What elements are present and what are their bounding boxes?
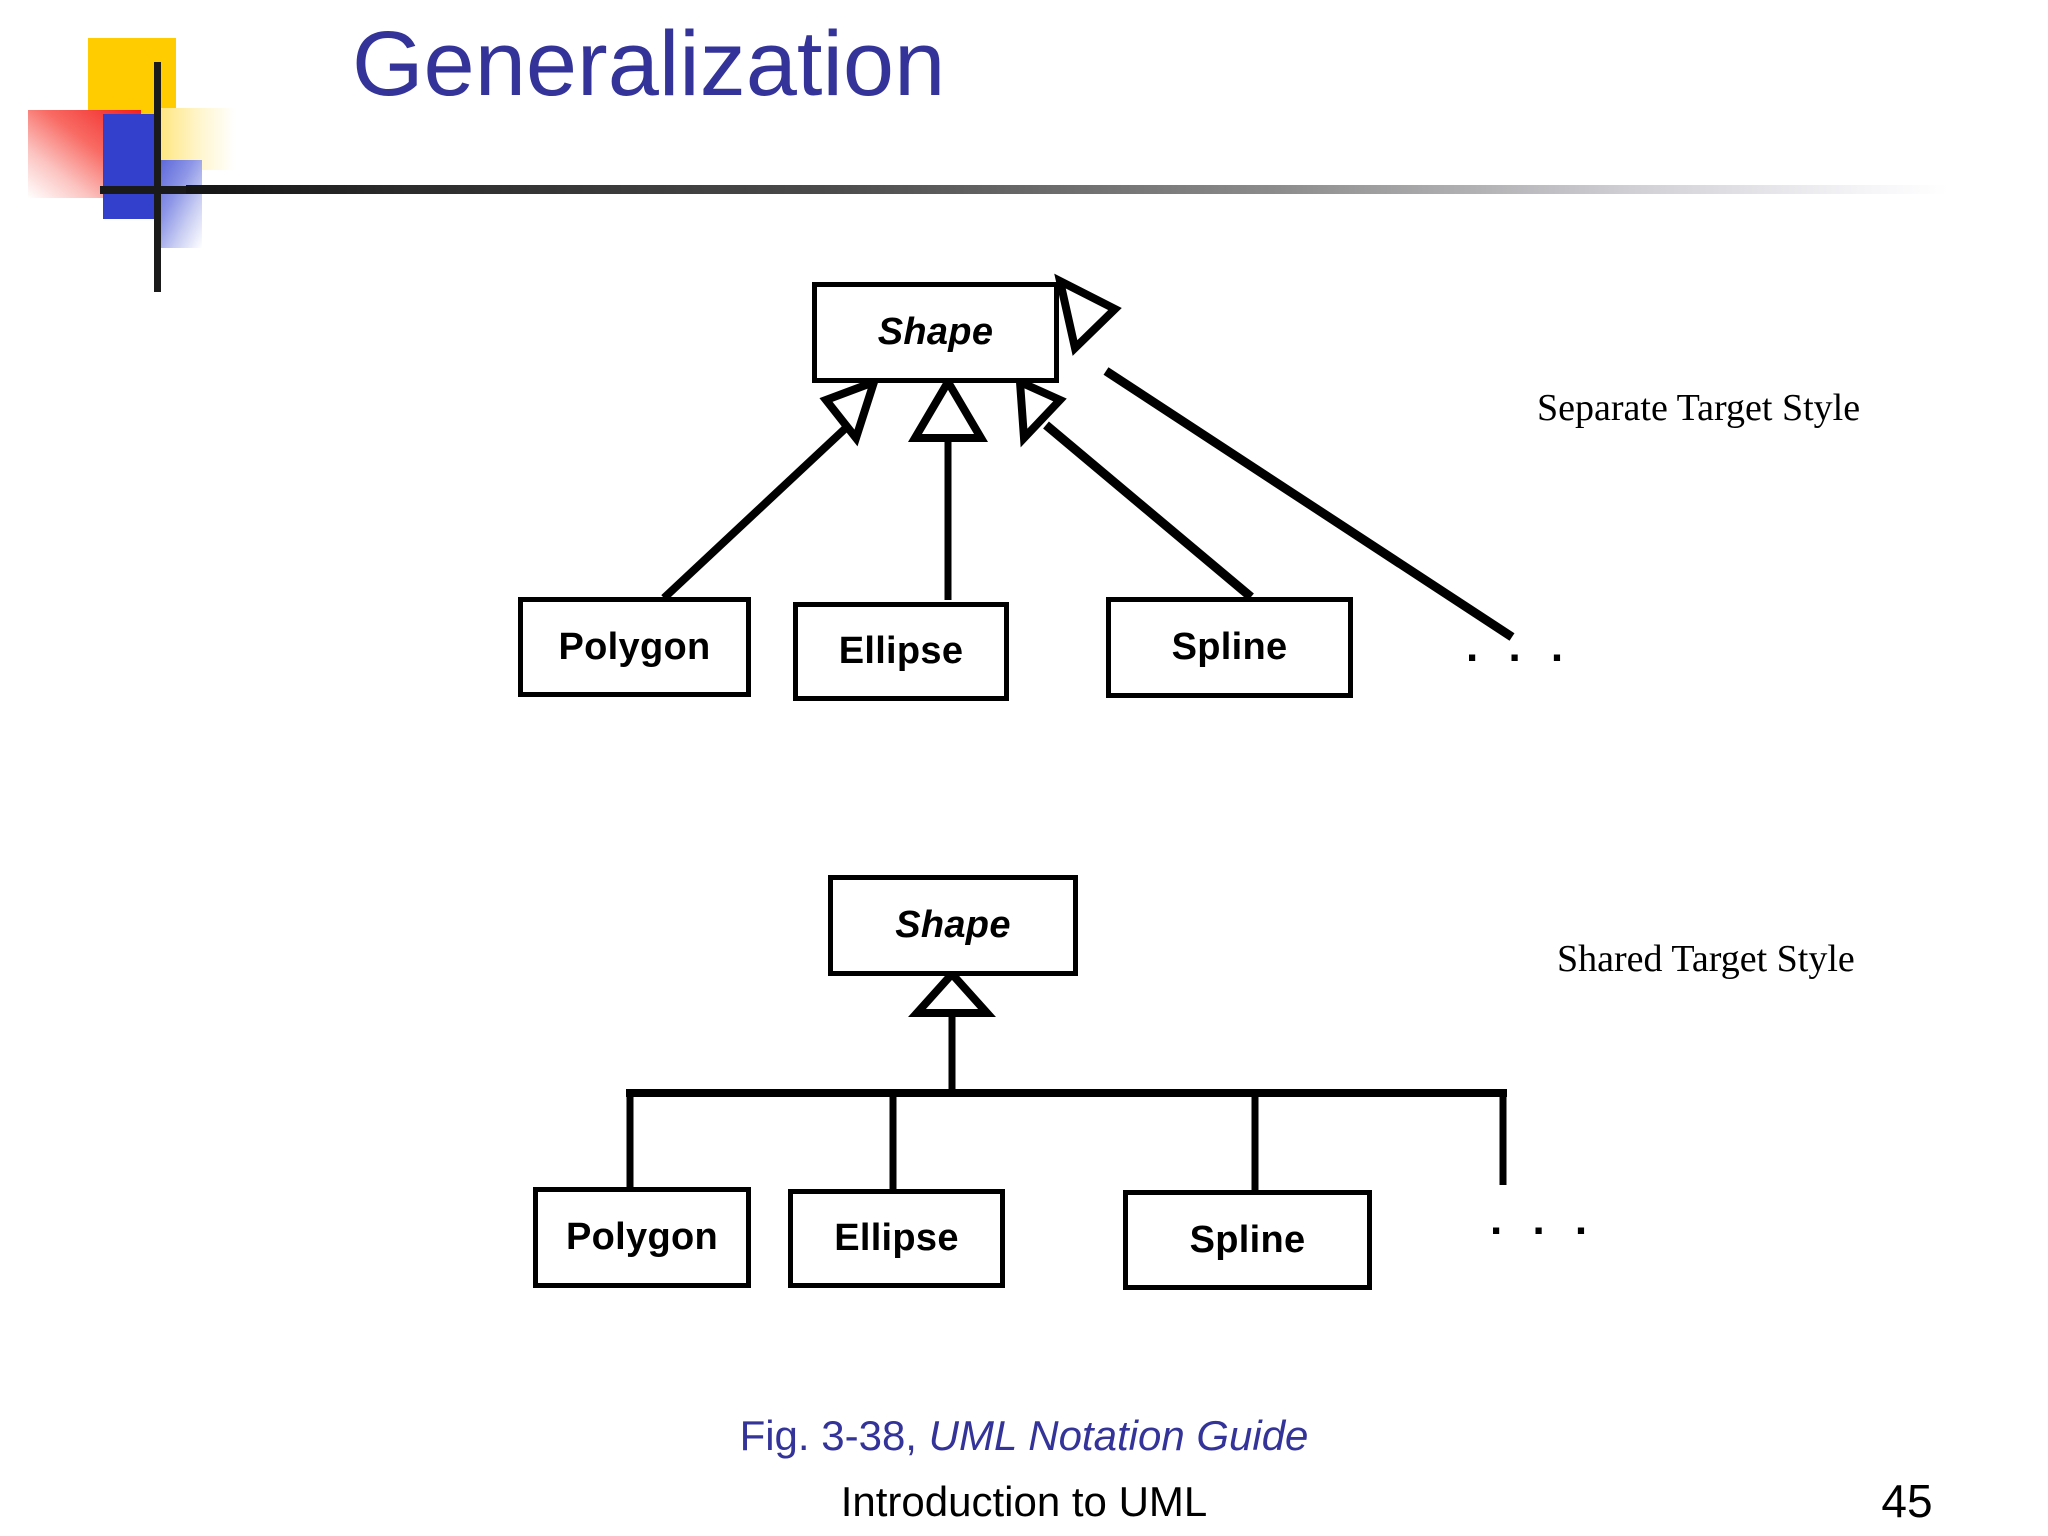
class-name-label: Shape (895, 904, 1011, 946)
class-box-polygon-separate[interactable]: Polygon (518, 597, 751, 697)
class-box-ellipse-shared[interactable]: Ellipse (788, 1189, 1005, 1288)
class-box-polygon-shared[interactable]: Polygon (533, 1187, 751, 1288)
class-box-ellipse-separate[interactable]: Ellipse (793, 602, 1009, 701)
logo-blue-square (103, 114, 158, 219)
figure-caption-source: UML Notation Guide (928, 1412, 1309, 1459)
generalization-arrowhead-shared (908, 968, 996, 1017)
generalization-arrowhead-polygon-separate (819, 375, 881, 447)
generalization-line-spline-separate (1043, 421, 1254, 601)
class-name-label: Ellipse (838, 630, 964, 672)
generalization-line-polygon-separate (661, 422, 852, 601)
class-box-shape-shared[interactable]: Shape (828, 875, 1078, 976)
label-shared-target-style: Shared Target Style (1557, 938, 1855, 980)
class-box-shape-separate[interactable]: Shape (812, 282, 1059, 383)
class-name-label: Ellipse (834, 1217, 959, 1259)
label-separate-target-style: Separate Target Style (1537, 387, 1861, 429)
generalization-line-more-separate (1103, 367, 1515, 641)
class-name-label: Polygon (558, 625, 711, 668)
class-name-label: Polygon (566, 1216, 718, 1258)
logo-cross-vertical-icon (154, 62, 161, 292)
generalization-arrowhead-spline-separate (1015, 375, 1067, 448)
page-title: Generalization (352, 13, 946, 115)
figure-caption-prefix: Fig. 3-38, (739, 1412, 929, 1459)
class-box-spline-separate[interactable]: Spline (1106, 597, 1353, 698)
generalization-arrowhead-ellipse-separate (908, 374, 988, 442)
class-name-label: Shape (877, 311, 994, 353)
figure-caption: Fig. 3-38, UML Notation Guide (0, 1412, 2048, 1460)
logo-light-yellow-square (160, 108, 235, 170)
logo-blue-gradient-square (155, 160, 202, 248)
ellipsis-more-subclasses-separate: . . . (1466, 622, 1573, 671)
page-number: 45 (1881, 1475, 1933, 1527)
class-name-label: Spline (1171, 626, 1288, 668)
ellipsis-more-subclasses-shared: . . . (1490, 1195, 1597, 1244)
footer-presentation-title: Introduction to UML (840, 1478, 1208, 1525)
title-underline-rule (186, 185, 1948, 194)
generalization-arrowhead-more-separate (1054, 273, 1122, 356)
class-name-label: Spline (1189, 1218, 1306, 1261)
logo-cross-horizontal-icon (100, 186, 210, 194)
class-box-spline-shared[interactable]: Spline (1123, 1190, 1372, 1290)
